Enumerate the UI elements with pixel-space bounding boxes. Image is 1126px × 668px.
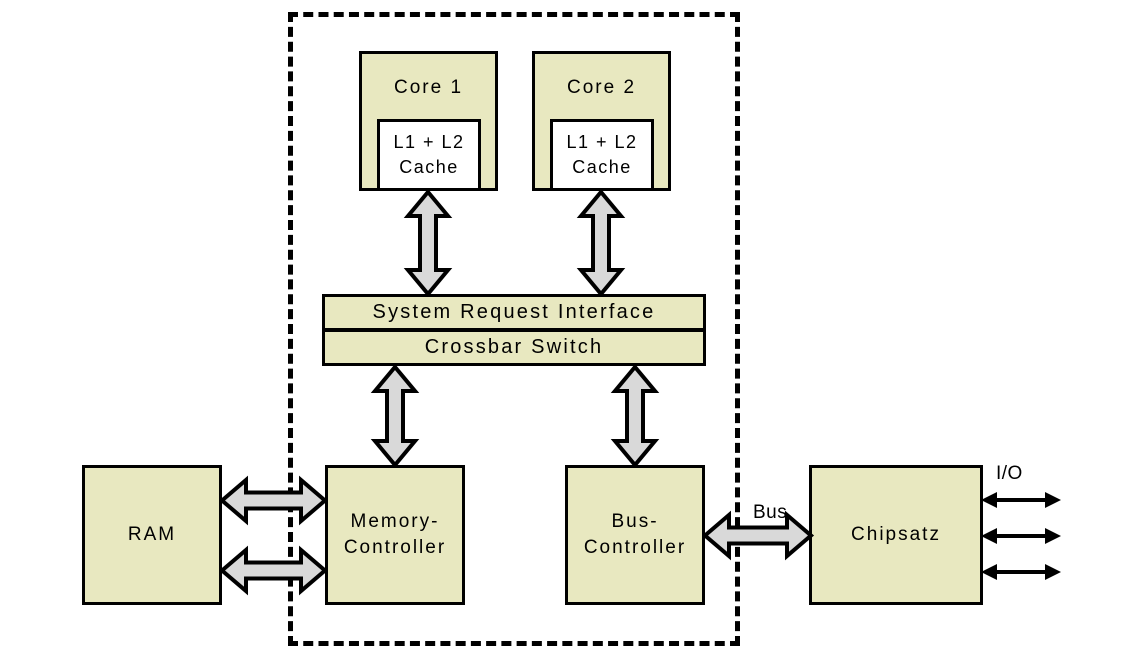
connector-io-line-1[interactable] [981, 489, 1061, 511]
block-cache1[interactable]: L1 + L2 Cache [377, 119, 481, 191]
connector-io-line-3[interactable] [981, 561, 1061, 583]
connector-crossbar-to-memory-controller[interactable] [370, 363, 420, 469]
block-ram[interactable]: RAM [82, 465, 222, 605]
connector-crossbar-to-bus-controller[interactable] [610, 363, 660, 469]
block-bus-controller[interactable]: Bus- Controller [565, 465, 705, 605]
block-memory-controller-label: Memory- Controller [343, 511, 447, 558]
connector-bus-controller-to-chipsatz[interactable] [701, 510, 815, 561]
block-core1-label: Core 1 [393, 77, 464, 98]
block-chipsatz-label: Chipsatz [851, 524, 941, 546]
block-crossbar-switch-label: Crossbar Switch [424, 336, 604, 358]
block-memory-controller[interactable]: Memory- Controller [325, 465, 465, 605]
block-cache1-label: L1 + L2 Cache [393, 131, 465, 177]
block-cache2-label: L1 + L2 Cache [566, 131, 638, 177]
block-core2-label: Core 2 [566, 77, 637, 98]
io-label: I/O [996, 463, 1023, 484]
connector-io-line-2[interactable] [981, 525, 1061, 547]
connector-core1-to-sri[interactable] [403, 188, 453, 298]
connector-core2-to-sri[interactable] [576, 188, 626, 298]
block-ram-label: RAM [127, 524, 177, 546]
block-bus-controller-label: Bus- Controller [583, 511, 687, 558]
bus-label: Bus [753, 502, 788, 523]
block-cache2[interactable]: L1 + L2 Cache [550, 119, 654, 191]
connector-ram-to-memory-controller-upper[interactable] [218, 475, 329, 526]
connector-ram-to-memory-controller-lower[interactable] [218, 545, 329, 596]
block-system-request-interface-label: System Request Interface [372, 301, 656, 323]
block-chipsatz[interactable]: Chipsatz [809, 465, 983, 605]
block-system-request-interface[interactable]: System Request Interface [322, 294, 706, 330]
block-crossbar-switch[interactable]: Crossbar Switch [322, 330, 706, 366]
